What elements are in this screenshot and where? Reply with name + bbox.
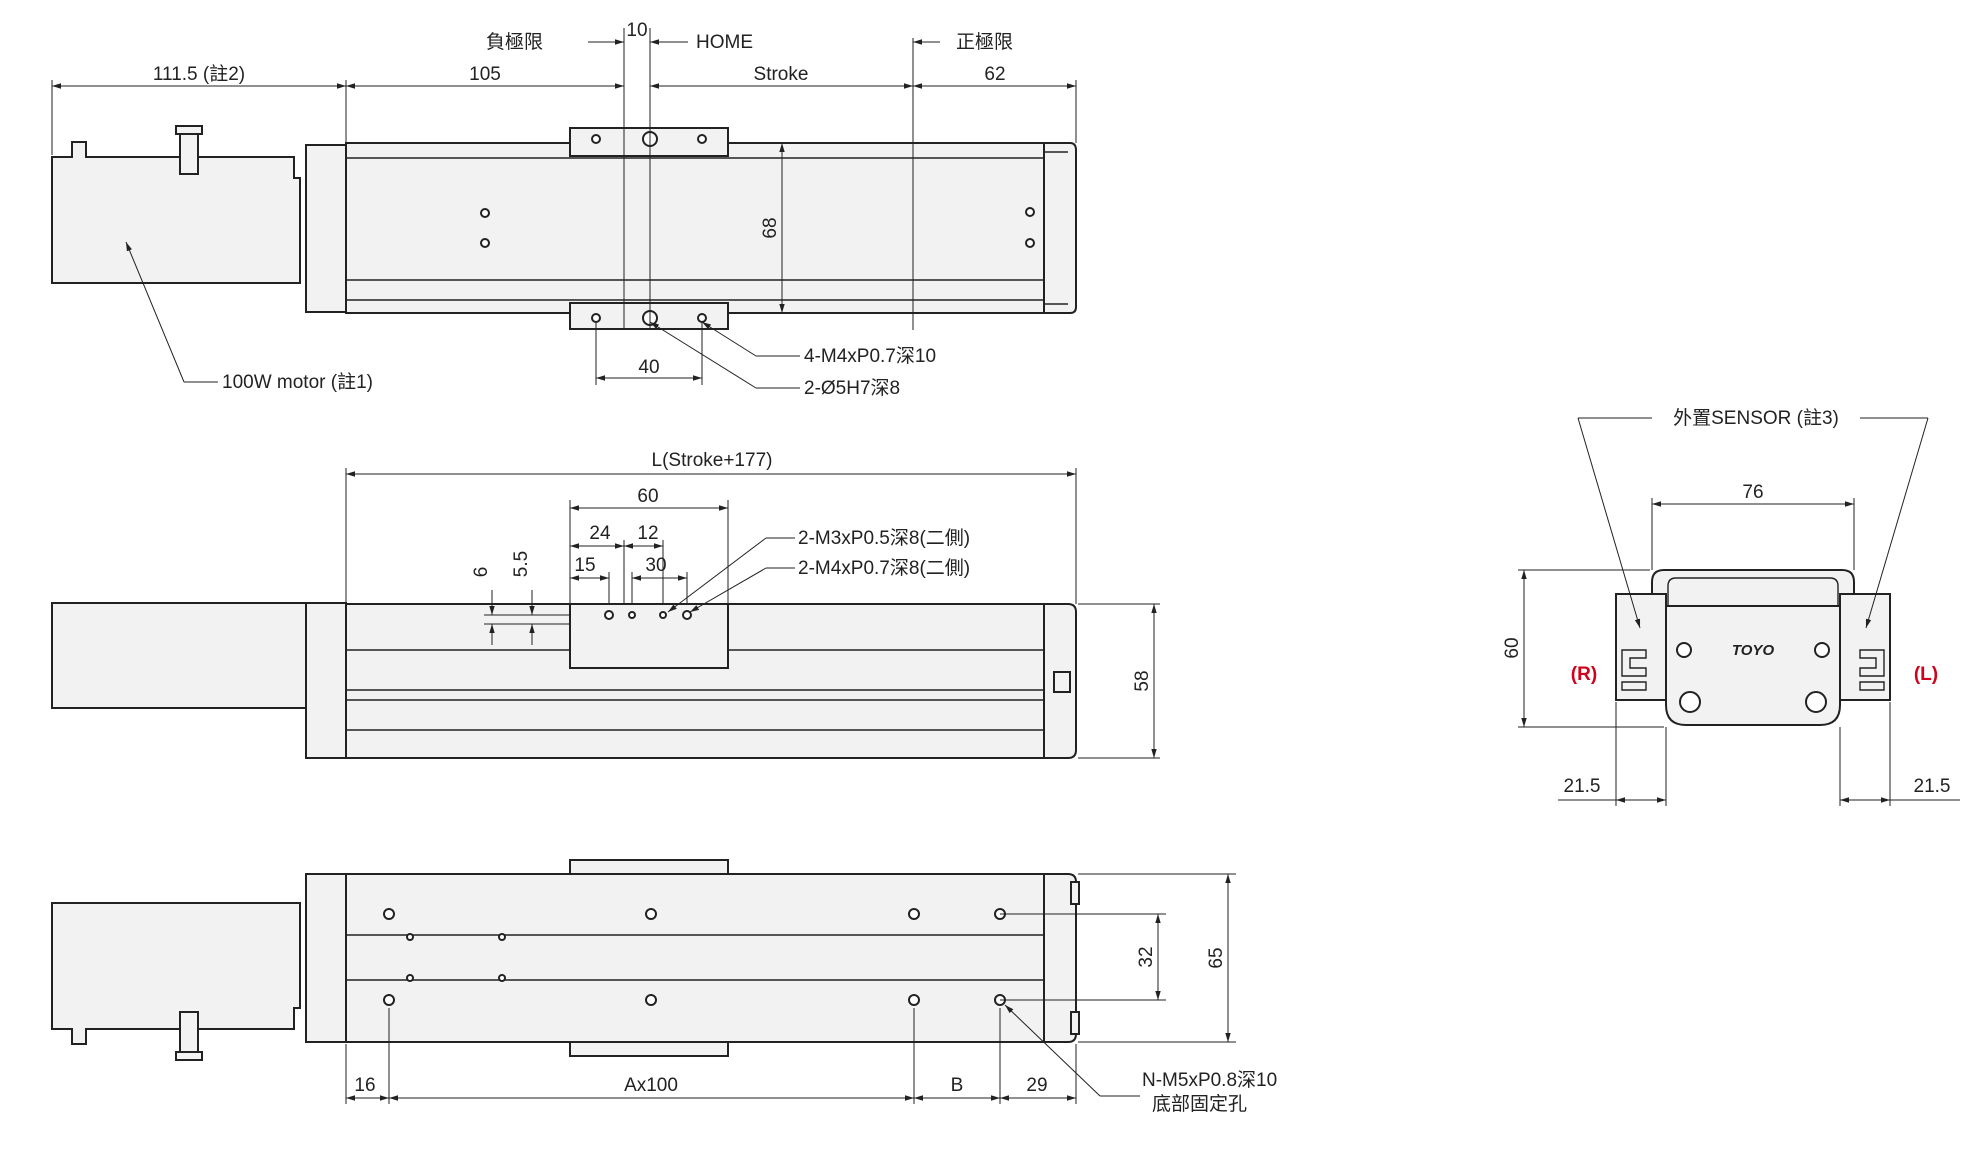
- tap-m4-label: 2-M4xP0.7深8(二側): [798, 557, 970, 579]
- tap-m3-label: 2-M3xP0.5深8(二側): [798, 527, 970, 549]
- tap-4m4-label: 4-M4xP0.7深10: [804, 345, 936, 367]
- dim-21-5-right: 21.5: [1914, 776, 1951, 797]
- dim-12: 12: [637, 523, 658, 544]
- pos-limit-label: 正極限: [956, 31, 1013, 53]
- sensor-right: [1839, 593, 1891, 701]
- dim-21-5-left: 21.5: [1564, 776, 1601, 797]
- side-carriage: [569, 603, 729, 669]
- mount-note-label: 底部固定孔: [1152, 1093, 1247, 1115]
- home-label: HOME: [696, 32, 753, 53]
- top-view: 負極限 10 HOME 正極限 111.5 (註2) 105 Stroke 62…: [51, 20, 1077, 399]
- bottom-motor: [51, 902, 301, 1045]
- dim-29: 29: [1026, 1075, 1047, 1096]
- end-carriage: [1651, 569, 1855, 607]
- bottom-flange: [305, 873, 347, 1043]
- dowel-label: 2-Ø5H7深8: [804, 377, 900, 399]
- side-r-label: (R): [1571, 664, 1597, 685]
- dim-58: 58: [1132, 670, 1153, 691]
- end-view: TOYO 外置SENSOR (註3) 76 60 (R) (L) 21.5 21…: [1502, 407, 1960, 806]
- sensor-label: 外置SENSOR (註3): [1673, 407, 1839, 429]
- motor-flange: [305, 144, 347, 313]
- bottom-body: [345, 873, 1045, 1043]
- motor-label: 100W motor (註1): [222, 371, 373, 393]
- dim-5-5: 5.5: [511, 551, 532, 577]
- bottom-carriage-top: [569, 859, 729, 875]
- stroke-label: Stroke: [754, 64, 809, 85]
- dim-40: 40: [638, 357, 659, 378]
- side-view: L(Stroke+177) 60 24 12 15 30 6 5.5 2-M3x…: [51, 450, 1160, 759]
- bottom-connector-cap: [175, 1051, 203, 1061]
- dim-16: 16: [354, 1075, 375, 1096]
- motor-connector: [179, 131, 199, 175]
- bottom-connector: [179, 1011, 199, 1055]
- motor-body: [51, 141, 301, 284]
- dim-60-end: 60: [1502, 637, 1523, 658]
- sensor-left: [1615, 593, 1667, 701]
- dim-76: 76: [1742, 482, 1763, 503]
- dim-111-5: 111.5 (註2): [153, 63, 245, 85]
- dim-6: 6: [471, 567, 492, 578]
- actuator-body: [345, 142, 1045, 314]
- dim-65: 65: [1206, 947, 1227, 968]
- dim-10: 10: [626, 20, 647, 41]
- side-l-label: (L): [1914, 664, 1938, 685]
- dim-68: 68: [760, 217, 781, 238]
- side-motor: [51, 602, 307, 709]
- dim-32: 32: [1136, 946, 1157, 967]
- dim-24: 24: [589, 523, 611, 544]
- dim-a: Ax100: [624, 1075, 678, 1096]
- length-label: L(Stroke+177): [652, 450, 773, 471]
- dim-b: B: [951, 1075, 964, 1096]
- end-body: [1665, 605, 1841, 726]
- dim-62: 62: [984, 64, 1005, 85]
- dim-15: 15: [574, 555, 595, 576]
- bottom-end-tab-bottom: [1070, 1011, 1080, 1035]
- dim-30: 30: [645, 555, 666, 576]
- side-end-port: [1053, 671, 1071, 693]
- bottom-carriage-bottom: [569, 1041, 729, 1057]
- mount-holes-label: N-M5xP0.8深10: [1142, 1069, 1277, 1091]
- motor-connector-cap: [175, 125, 203, 135]
- brand-logo: TOYO: [1732, 642, 1775, 659]
- bottom-view: 32 65 16 Ax100 B 29 N-M5xP0.8深10 底部固定孔: [51, 859, 1277, 1115]
- dim-105: 105: [469, 64, 501, 85]
- dim-60: 60: [637, 486, 658, 507]
- neg-limit-label: 負極限: [486, 31, 543, 53]
- side-flange: [305, 602, 347, 759]
- end-cap: [1043, 142, 1077, 314]
- bottom-end-tab-top: [1070, 881, 1080, 905]
